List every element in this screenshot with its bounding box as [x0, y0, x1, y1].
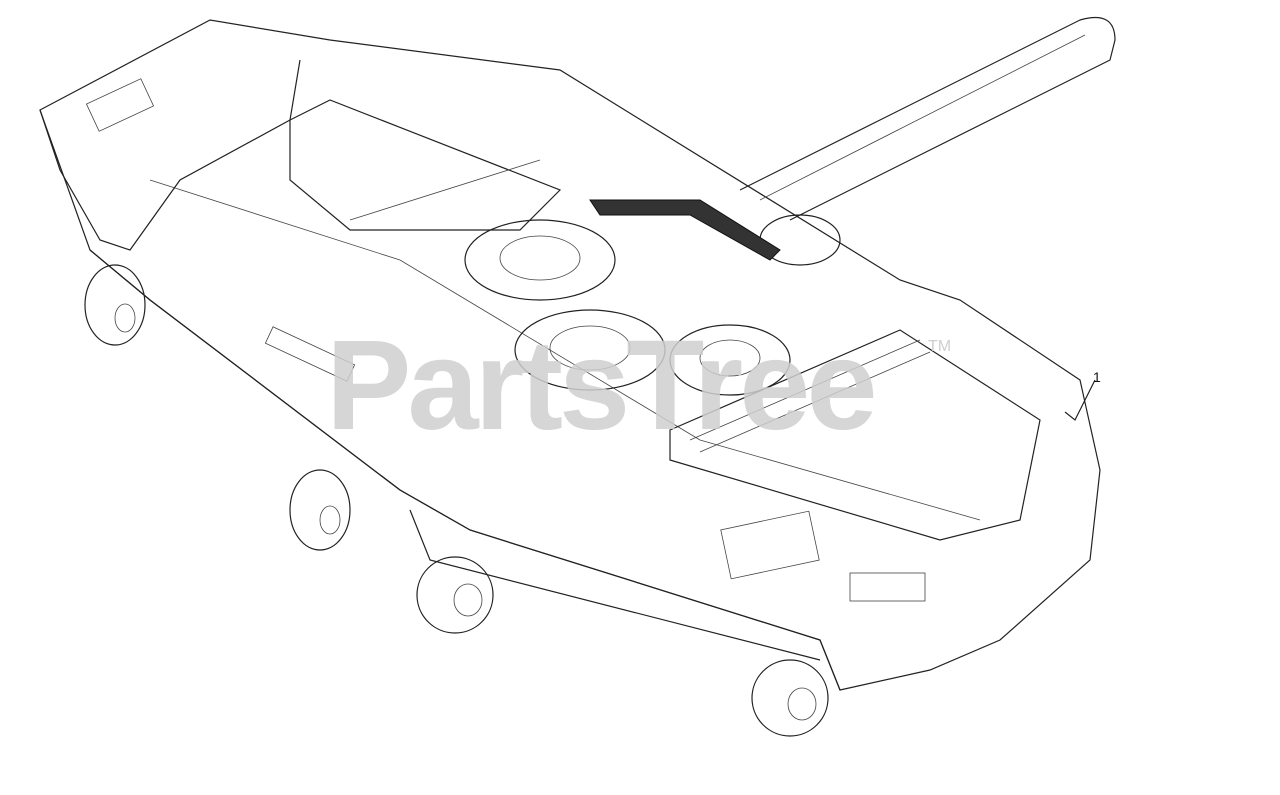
wheel-rear-left	[84, 264, 146, 346]
wheel-mid-left	[289, 469, 351, 551]
wheel-front-right	[751, 659, 829, 737]
watermark-trademark: TM	[928, 338, 952, 355]
wheel-front-left	[416, 556, 494, 634]
callout-1[interactable]: 1	[1093, 369, 1101, 385]
